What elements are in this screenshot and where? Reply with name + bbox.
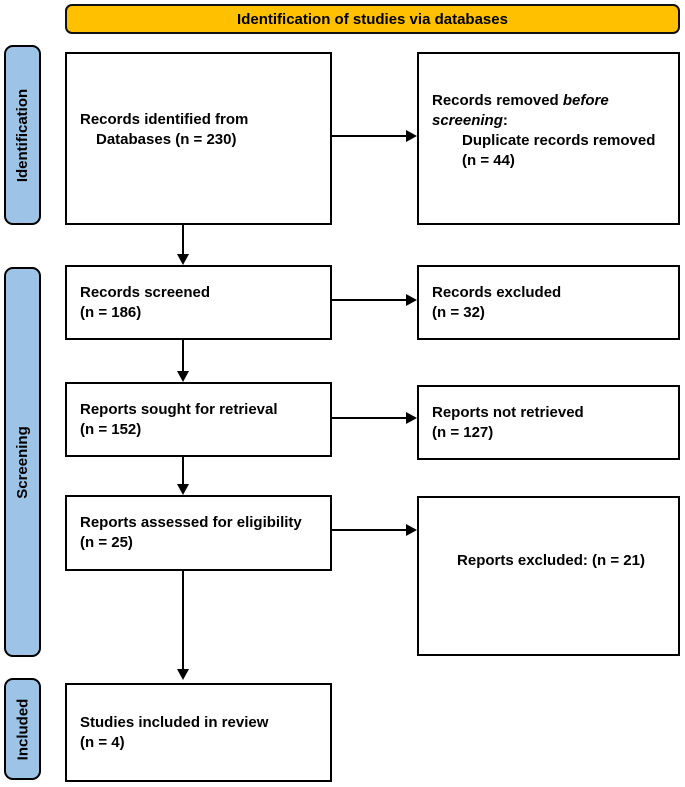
arrow-assessed-to-included [177,571,189,680]
box-studies-included-line1: Studies included in review [80,713,269,731]
box-records-removed-line3: (n = 44) [462,151,515,169]
box-reports-sought-line2: (n = 152) [80,420,142,438]
arrow-assessed-to-reports-excluded [332,524,417,536]
box-studies-included-line2: (n = 4) [80,733,125,751]
stage-label-identification: Identification [4,45,41,225]
box-reports-excluded-line1: Reports excluded: (n = 21) [457,552,645,569]
header-title: Identification of studies via databases [237,10,508,28]
box-records-removed: Records removed before screening: Duplic… [417,52,680,225]
box-records-removed-line1-prefix: Records removed [432,91,563,109]
box-reports-not-retrieved-line2: (n = 127) [432,423,494,441]
box-reports-assessed-line1: Reports assessed for eligibility [80,514,302,531]
arrow-sought-to-not-retrieved [332,412,417,424]
box-reports-assessed-line2: (n = 25) [80,534,133,551]
arrow-identified-to-removed [332,130,417,142]
stage-label-screening: Screening [4,267,41,657]
box-records-identified: Records identified from Databases (n = 2… [65,52,332,225]
stage-label-included: Included [4,678,41,780]
box-records-removed-line2: Duplicate records removed [462,131,656,149]
box-records-removed-line1-italic: before screening [432,91,609,129]
box-reports-not-retrieved: Reports not retrieved (n = 127) [417,385,680,460]
arrow-identified-to-screened [177,225,189,265]
stage-label-screening-text: Screening [14,425,31,499]
box-reports-excluded: Reports excluded: (n = 21) [417,496,680,656]
box-reports-sought-line1: Reports sought for retrieval [80,400,278,418]
box-reports-not-retrieved-line1: Reports not retrieved [432,403,584,421]
box-reports-assessed: Reports assessed for eligibility (n = 25… [65,495,332,571]
stage-label-included-text: Included [14,698,32,760]
box-records-identified-line1: Records identified from [80,110,249,128]
box-records-excluded-line1: Records excluded [432,283,562,301]
box-records-excluded-line2: (n = 32) [432,303,485,321]
arrow-screened-to-excluded [332,294,417,306]
stage-label-identification-text: Identification [14,88,31,182]
box-records-screened-line2: (n = 186) [80,303,142,321]
box-records-screened-line1: Records screened [80,283,211,301]
header-banner: Identification of studies via databases [65,4,680,34]
box-records-screened: Records screened (n = 186) [65,265,332,340]
box-records-removed-line1: Records removed before screening: [432,91,670,131]
arrow-screened-to-sought [177,340,189,382]
box-reports-sought: Reports sought for retrieval (n = 152) [65,382,332,457]
box-records-removed-line1-suffix: : [502,111,508,129]
box-records-excluded: Records excluded (n = 32) [417,265,680,340]
box-studies-included: Studies included in review (n = 4) [65,683,332,782]
arrow-sought-to-assessed [177,457,189,495]
box-records-identified-line2: Databases (n = 230) [96,130,237,148]
